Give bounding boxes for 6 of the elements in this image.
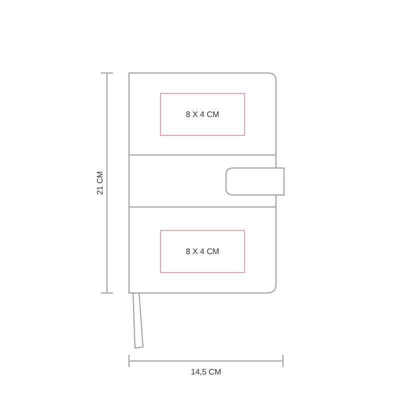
dimension-label: 21 CM [96,171,104,195]
dimension-text: 8 X 4 CM [186,247,220,256]
dimension-text: 8 X 4 CM [186,110,220,119]
print-area [160,230,245,273]
print-area [160,93,245,136]
dimension-label: 14,5 CM [190,368,222,376]
